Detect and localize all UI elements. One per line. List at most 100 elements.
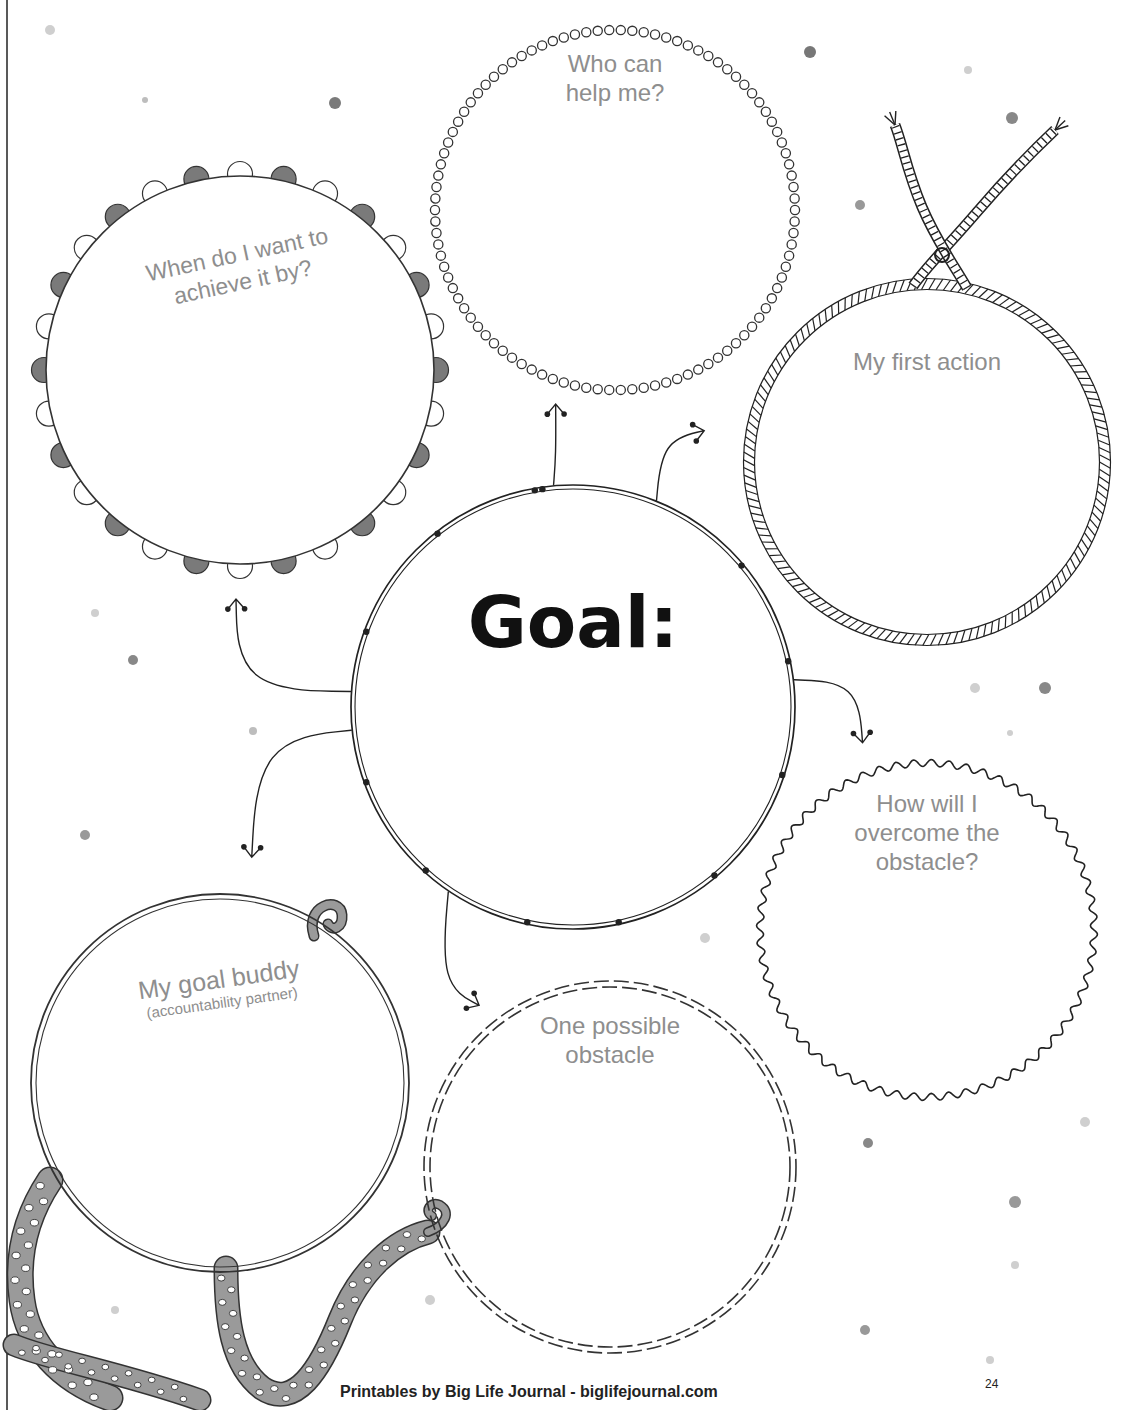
rope-twist [991, 622, 993, 634]
tentacle-sucker [17, 1228, 25, 1235]
rope-twist [753, 521, 765, 523]
tentacle-sucker [111, 1376, 118, 1381]
rope-twist [877, 629, 886, 638]
rope-twist [792, 583, 804, 586]
arrow-fork-dot [851, 731, 857, 737]
rope-knot [935, 248, 949, 262]
bead [628, 26, 637, 35]
rope-twist [778, 567, 790, 569]
rope-twist [976, 627, 979, 639]
bead [683, 41, 692, 50]
bead [740, 331, 749, 340]
bead [694, 46, 703, 55]
bead [790, 205, 799, 214]
text-block: Who can help me? [553, 50, 678, 108]
beads-outline [430, 25, 799, 394]
rim-dot [363, 779, 369, 785]
rope-twist [1057, 575, 1061, 587]
rope-twist [943, 280, 950, 290]
bead [755, 313, 764, 322]
rope-twist [936, 279, 943, 290]
rope-twist [1100, 462, 1111, 468]
rope-twist [744, 475, 755, 480]
bead [436, 251, 445, 260]
confetti-dot [1007, 730, 1013, 736]
tentacle-sucker [305, 1367, 312, 1373]
bead [662, 33, 671, 42]
rope-twist [1081, 539, 1088, 549]
rope-fray [890, 112, 895, 125]
rope-twist [809, 598, 821, 603]
decor-circle [424, 981, 796, 1353]
tentacle-sucker [180, 1396, 187, 1401]
tentacle-sucker [79, 1358, 86, 1363]
rope-twist [1066, 359, 1078, 360]
confetti-dot [249, 727, 257, 735]
rope-twist [844, 298, 845, 311]
circle-prompt: Who can help me? [553, 50, 678, 108]
rope-twist [772, 364, 778, 375]
rope-twist [984, 624, 986, 636]
rope-tail-core [895, 125, 967, 288]
tentacle-outline [226, 1232, 428, 1394]
double-outline [31, 894, 409, 1272]
rope-twist [1062, 352, 1074, 354]
rope-twist [1099, 469, 1110, 476]
tentacle-sucker [328, 1325, 335, 1331]
bead [593, 26, 602, 35]
rope-twist [993, 295, 1003, 303]
first-action-circle: My first action [742, 277, 1112, 647]
bead [767, 117, 776, 126]
bead [460, 304, 469, 313]
rope-twist [848, 620, 858, 628]
bead [694, 365, 703, 374]
rope-tail-twist [895, 125, 967, 288]
rope-twist [1090, 519, 1098, 528]
rope-twist [747, 429, 757, 437]
bead [454, 117, 463, 126]
tentacle-sucker [253, 1374, 260, 1380]
bead [673, 36, 682, 45]
rope-twist [1057, 346, 1069, 348]
rope-twist [747, 498, 759, 502]
rope-twist [1018, 310, 1029, 316]
rope-twist [801, 329, 804, 341]
arrow-fork-dot [867, 729, 873, 735]
rope-twist [765, 548, 778, 549]
rope-twist [751, 513, 763, 515]
bead [787, 171, 796, 180]
decor-circle [744, 279, 1111, 646]
rope-tail-outline [913, 130, 1055, 286]
confetti-dot [1009, 1196, 1021, 1208]
rim-dot [779, 772, 785, 778]
rim-dot [524, 919, 530, 925]
rope-twist [886, 282, 889, 294]
rope-twist [998, 619, 999, 631]
bead [582, 383, 591, 392]
bead [767, 294, 776, 303]
tentacle-sucker [65, 1364, 72, 1369]
tentacle-sucker [218, 1275, 225, 1281]
bead [773, 283, 782, 292]
rope-twist [798, 588, 810, 592]
rope-twist [1096, 498, 1105, 506]
tentacle-sucker [42, 1357, 49, 1362]
bead [444, 138, 453, 147]
rope-twist [750, 414, 759, 423]
rope-twist [785, 346, 790, 358]
rope-twist [821, 606, 832, 612]
tentacle-sucker [282, 1395, 289, 1401]
rope-twist [1084, 391, 1096, 392]
rope-twist [1087, 526, 1095, 536]
rope-twist [1094, 505, 1103, 514]
rope-twist [1074, 552, 1080, 563]
connector-arrow [244, 730, 351, 857]
bead [761, 107, 770, 116]
bead [605, 385, 614, 394]
rope-twist [825, 309, 826, 321]
bead [582, 28, 591, 37]
rope-twist [1084, 533, 1091, 543]
scallop-outline [32, 162, 449, 579]
rope-twist [744, 467, 755, 472]
rope-twist [752, 406, 761, 415]
